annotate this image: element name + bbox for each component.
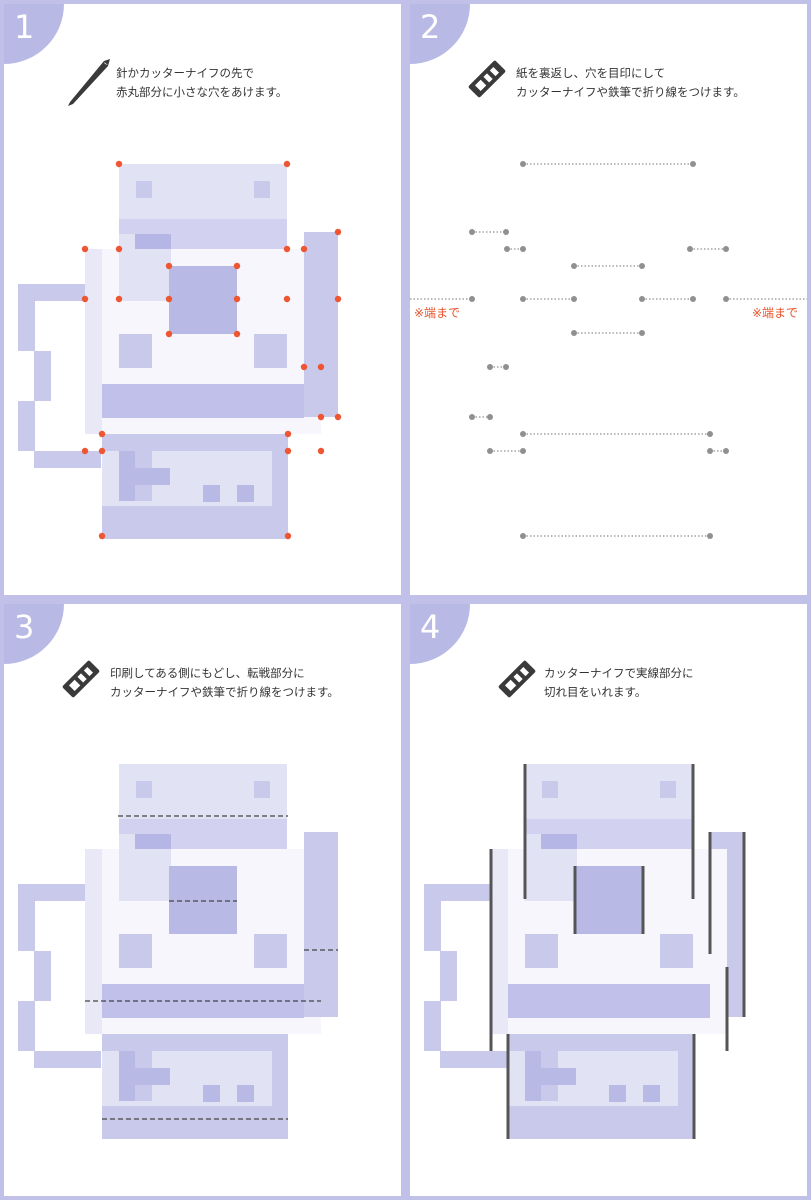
cut-solid-lines <box>489 764 746 1139</box>
edge-note-left: ※端まで <box>414 306 461 320</box>
cutter-knife-icon <box>62 660 100 698</box>
punch-hole-dot <box>115 245 123 253</box>
punch-hole-dot <box>98 430 106 438</box>
punch-hole-dot <box>284 430 292 438</box>
punch-hole-dot <box>300 363 308 371</box>
guide-end-dot <box>571 296 577 302</box>
guide-end-dot <box>639 296 645 302</box>
step-number: 2 <box>420 8 441 46</box>
punch-hole-dot <box>283 295 291 303</box>
punch-hole-dot <box>233 330 241 338</box>
step-number: 3 <box>14 608 35 646</box>
guide-end-dot <box>639 330 645 336</box>
guide-end-dot <box>707 431 713 437</box>
punch-hole-dot <box>115 295 123 303</box>
guide-end-dot <box>639 263 645 269</box>
cutter-knife-icon <box>468 60 506 98</box>
punch-hole-dot <box>233 262 241 270</box>
punch-hole-dot <box>334 413 342 421</box>
camera-body <box>18 164 338 539</box>
guide-end-dot <box>469 296 475 302</box>
guide-end-dot <box>504 246 510 252</box>
step-instructions: カッターナイフで実線部分に 切れ目をいれます。 <box>544 664 694 702</box>
edge-note-right: ※端まで <box>752 306 799 320</box>
punch-hole-dot <box>98 447 106 455</box>
fold-guide-diagram <box>410 161 807 539</box>
punch-hole-dot <box>283 245 291 253</box>
step-number: 4 <box>420 608 441 646</box>
guide-end-dot <box>723 246 729 252</box>
instruction-line: カッターナイフや鉄筆で折り線をつけます。 <box>110 685 339 699</box>
guide-end-dot <box>487 414 493 420</box>
instruction-line: カッターナイフで実線部分に <box>544 666 694 680</box>
punch-hole-dot <box>98 532 106 540</box>
punch-hole-dot <box>317 413 325 421</box>
punch-hole-dot <box>165 295 173 303</box>
cutter-knife-icon <box>498 660 536 698</box>
camera-body <box>424 764 744 1139</box>
punch-hole-dot <box>81 295 89 303</box>
instruction-line: カッターナイフや鉄筆で折り線をつけます。 <box>516 85 745 99</box>
needle-icon <box>68 59 110 106</box>
step-4-panel: 4 カッターナイフで実線部分に 切れ目をいれます。 <box>410 604 807 1196</box>
punch-hole-dot <box>81 447 89 455</box>
punch-hole-dot <box>334 228 342 236</box>
instruction-line: 赤丸部分に小さな穴をあけます。 <box>116 85 288 99</box>
guide-end-dot <box>520 448 526 454</box>
camera-body <box>18 764 338 1139</box>
guide-end-dot <box>520 296 526 302</box>
punch-hole-dot <box>115 160 123 168</box>
guide-end-dot <box>520 161 526 167</box>
guide-end-dot <box>503 364 509 370</box>
guide-end-dot <box>520 431 526 437</box>
guide-end-dot <box>503 229 509 235</box>
camera-papercraft-diagram <box>18 160 342 540</box>
guide-end-dot <box>571 263 577 269</box>
punch-holes <box>81 160 342 540</box>
punch-hole-dot <box>165 330 173 338</box>
punch-hole-dot <box>300 245 308 253</box>
guide-end-dot <box>690 296 696 302</box>
guide-end-dot <box>707 533 713 539</box>
step-1-panel: 1 針かカッターナイフの先で 赤丸部分に小さな穴をあけます。 <box>4 4 401 595</box>
punch-hole-dot <box>81 245 89 253</box>
camera-papercraft-diagram <box>18 764 338 1139</box>
guide-end-dot <box>469 229 475 235</box>
step-number: 1 <box>14 8 35 46</box>
guide-end-dot <box>487 448 493 454</box>
step-instructions: 針かカッターナイフの先で 赤丸部分に小さな穴をあけます。 <box>116 64 287 102</box>
punch-hole-dot <box>165 262 173 270</box>
step-instructions: 紙を裏返し、穴を目印にして カッターナイフや鉄筆で折り線をつけます。 <box>516 64 745 102</box>
fold-guide-lines <box>410 161 807 539</box>
punch-hole-dot <box>334 295 342 303</box>
instruction-line: 紙を裏返し、穴を目印にして <box>516 66 666 80</box>
punch-hole-dot <box>317 447 325 455</box>
instruction-line: 切れ目をいれます。 <box>544 685 647 699</box>
instruction-line: 印刷してある側にもどし、転戦部分に <box>110 666 305 680</box>
guide-end-dot <box>571 330 577 336</box>
fold-dashed-lines <box>85 815 338 1120</box>
step-instructions: 印刷してある側にもどし、転戦部分に カッターナイフや鉄筆で折り線をつけます。 <box>110 664 339 702</box>
guide-end-dot <box>469 414 475 420</box>
punch-hole-dot <box>284 532 292 540</box>
step-2-panel: 2 紙を裏返し、穴を目印にして カッターナイフや鉄筆で折り線をつけます。 ※端ま… <box>410 4 807 595</box>
punch-hole-dot <box>284 447 292 455</box>
guide-end-dot <box>520 533 526 539</box>
punch-hole-dot <box>283 160 291 168</box>
step-3-panel: 3 印刷してある側にもどし、転戦部分に カッターナイフや鉄筆で折り線をつけます。 <box>4 604 401 1196</box>
camera-papercraft-diagram <box>424 764 746 1139</box>
guide-end-dot <box>687 246 693 252</box>
guide-end-dot <box>707 448 713 454</box>
punch-hole-dot <box>317 363 325 371</box>
punch-hole-dot <box>233 295 241 303</box>
guide-end-dot <box>723 448 729 454</box>
instruction-line: 針かカッターナイフの先で <box>116 66 254 80</box>
guide-end-dot <box>723 296 729 302</box>
guide-end-dot <box>520 246 526 252</box>
guide-end-dot <box>487 364 493 370</box>
guide-end-dot <box>690 161 696 167</box>
